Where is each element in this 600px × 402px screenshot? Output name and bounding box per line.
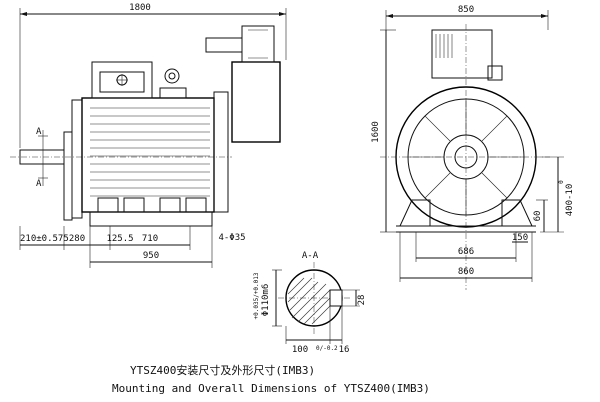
- label-shaft-dia: Φ110m6: [261, 284, 271, 317]
- front-view: [380, 10, 564, 290]
- radial-ribs: [408, 99, 524, 215]
- cooling-fins: [90, 107, 210, 197]
- label-shaft-height-tol: 0: [558, 180, 565, 184]
- blower-motor: [241, 25, 275, 63]
- right-foot: [501, 199, 533, 227]
- label-key-dim: 100: [292, 345, 308, 355]
- blower-housing: [231, 61, 281, 143]
- motor-frame: [81, 97, 215, 213]
- label-base-span: 710: [142, 234, 158, 244]
- keyway: [329, 289, 343, 307]
- section-title: A-A: [302, 251, 319, 261]
- label-overall-length: 1800: [129, 3, 151, 13]
- terminal-box: [91, 61, 153, 99]
- section-mark-top: A: [36, 127, 42, 137]
- front-blower: [431, 29, 493, 79]
- label-shaft-ext: 280: [69, 234, 85, 244]
- side-view: [10, 8, 287, 268]
- label-c-dim: 125.5: [106, 234, 133, 244]
- label-key-h: 28: [357, 295, 367, 306]
- left-foot: [399, 199, 431, 227]
- label-height: 1600: [371, 121, 381, 143]
- label-base-length: 950: [143, 251, 159, 261]
- section-mark-bottom: A: [36, 179, 42, 189]
- caption-chinese: YTSZ400安装尺寸及外形尺寸(IMB3): [130, 363, 315, 377]
- label-end-dist: 210±0.575: [20, 234, 69, 244]
- label-hole-spec: 4-Φ35: [218, 233, 245, 243]
- label-overall-width: 850: [458, 5, 474, 15]
- label-shaft-height: 400-10: [565, 184, 575, 217]
- label-key-dim-tol: 0/-0.2: [316, 345, 338, 352]
- label-foot-width: 150: [512, 233, 528, 243]
- label-hole-spacing: 686: [458, 247, 474, 257]
- label-base-width: 860: [458, 267, 474, 277]
- label-shaft-dia-tol: +0.035/+0.013: [253, 272, 260, 319]
- section-hatching: [287, 277, 333, 325]
- base-feet: [89, 211, 213, 227]
- label-key-w: 16: [339, 345, 350, 355]
- section-a-a: [272, 262, 360, 344]
- caption-english: Mounting and Overall Dimensions of YTSZ4…: [112, 382, 430, 395]
- label-foot-height: 60: [533, 211, 543, 222]
- lifting-eye: [164, 68, 180, 84]
